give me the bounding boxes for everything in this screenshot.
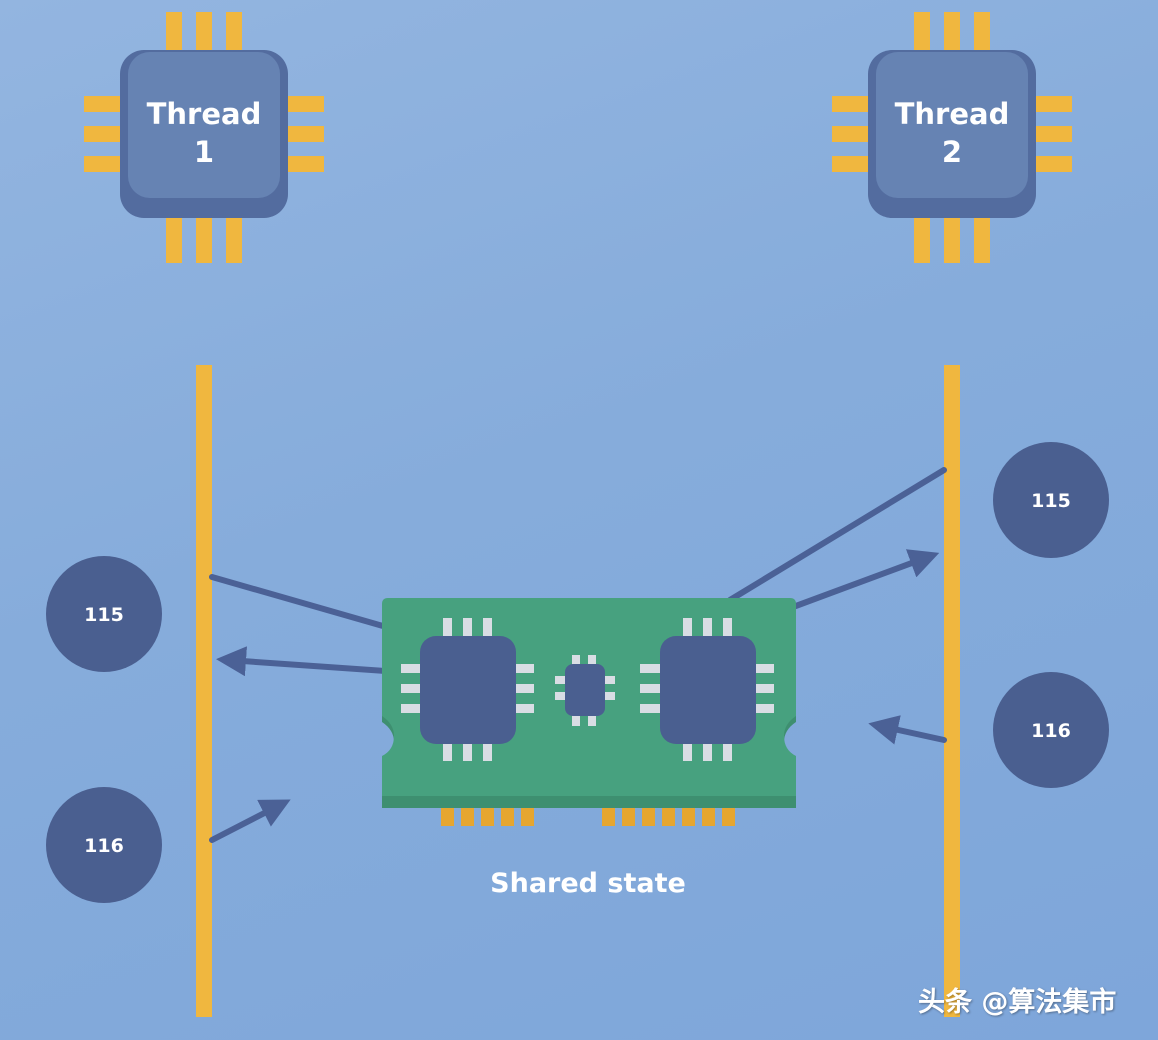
watermark-text: 头条 @算法集市: [918, 987, 1117, 1018]
thread-2-timeline: [944, 365, 960, 1017]
value-label: 115: [84, 604, 124, 626]
board-chip-center: [555, 655, 615, 726]
thread-1-timeline: [196, 365, 212, 1017]
board-chip-right: [640, 618, 774, 761]
thread-2-label: Thread: [895, 97, 1010, 131]
thread-1-label: Thread: [147, 97, 262, 131]
thread-2-read-value: 115: [993, 442, 1109, 558]
thread-2-read-line: [727, 467, 947, 603]
chip-pins: [832, 12, 1072, 263]
thread-2-chip: Thread 2: [832, 12, 1072, 263]
thread-1-read-value: 115: [46, 556, 162, 672]
thread-2-write-arrow: [868, 715, 947, 745]
thread-2-write-value: 116: [993, 672, 1109, 788]
thread-1-write-arrow: [209, 799, 291, 843]
value-label: 116: [1031, 720, 1071, 742]
shared-state-label: Shared state: [490, 868, 686, 899]
value-label: 115: [1031, 490, 1071, 512]
thread-1-read-line: [209, 574, 393, 631]
thread-1-read-arrow: [216, 646, 388, 677]
thread-2-number: 2: [942, 135, 962, 169]
value-label: 116: [84, 835, 124, 857]
shared-state-board: [382, 598, 796, 826]
board-chip-left: [401, 618, 534, 761]
thread-1-write-value: 116: [46, 787, 162, 903]
thread-1-chip: Thread 1: [84, 12, 324, 263]
thread-2-read-arrow: [782, 549, 940, 613]
data-flow-arrows: [209, 467, 947, 843]
chip-pins: [84, 12, 324, 263]
thread-1-number: 1: [194, 135, 214, 169]
